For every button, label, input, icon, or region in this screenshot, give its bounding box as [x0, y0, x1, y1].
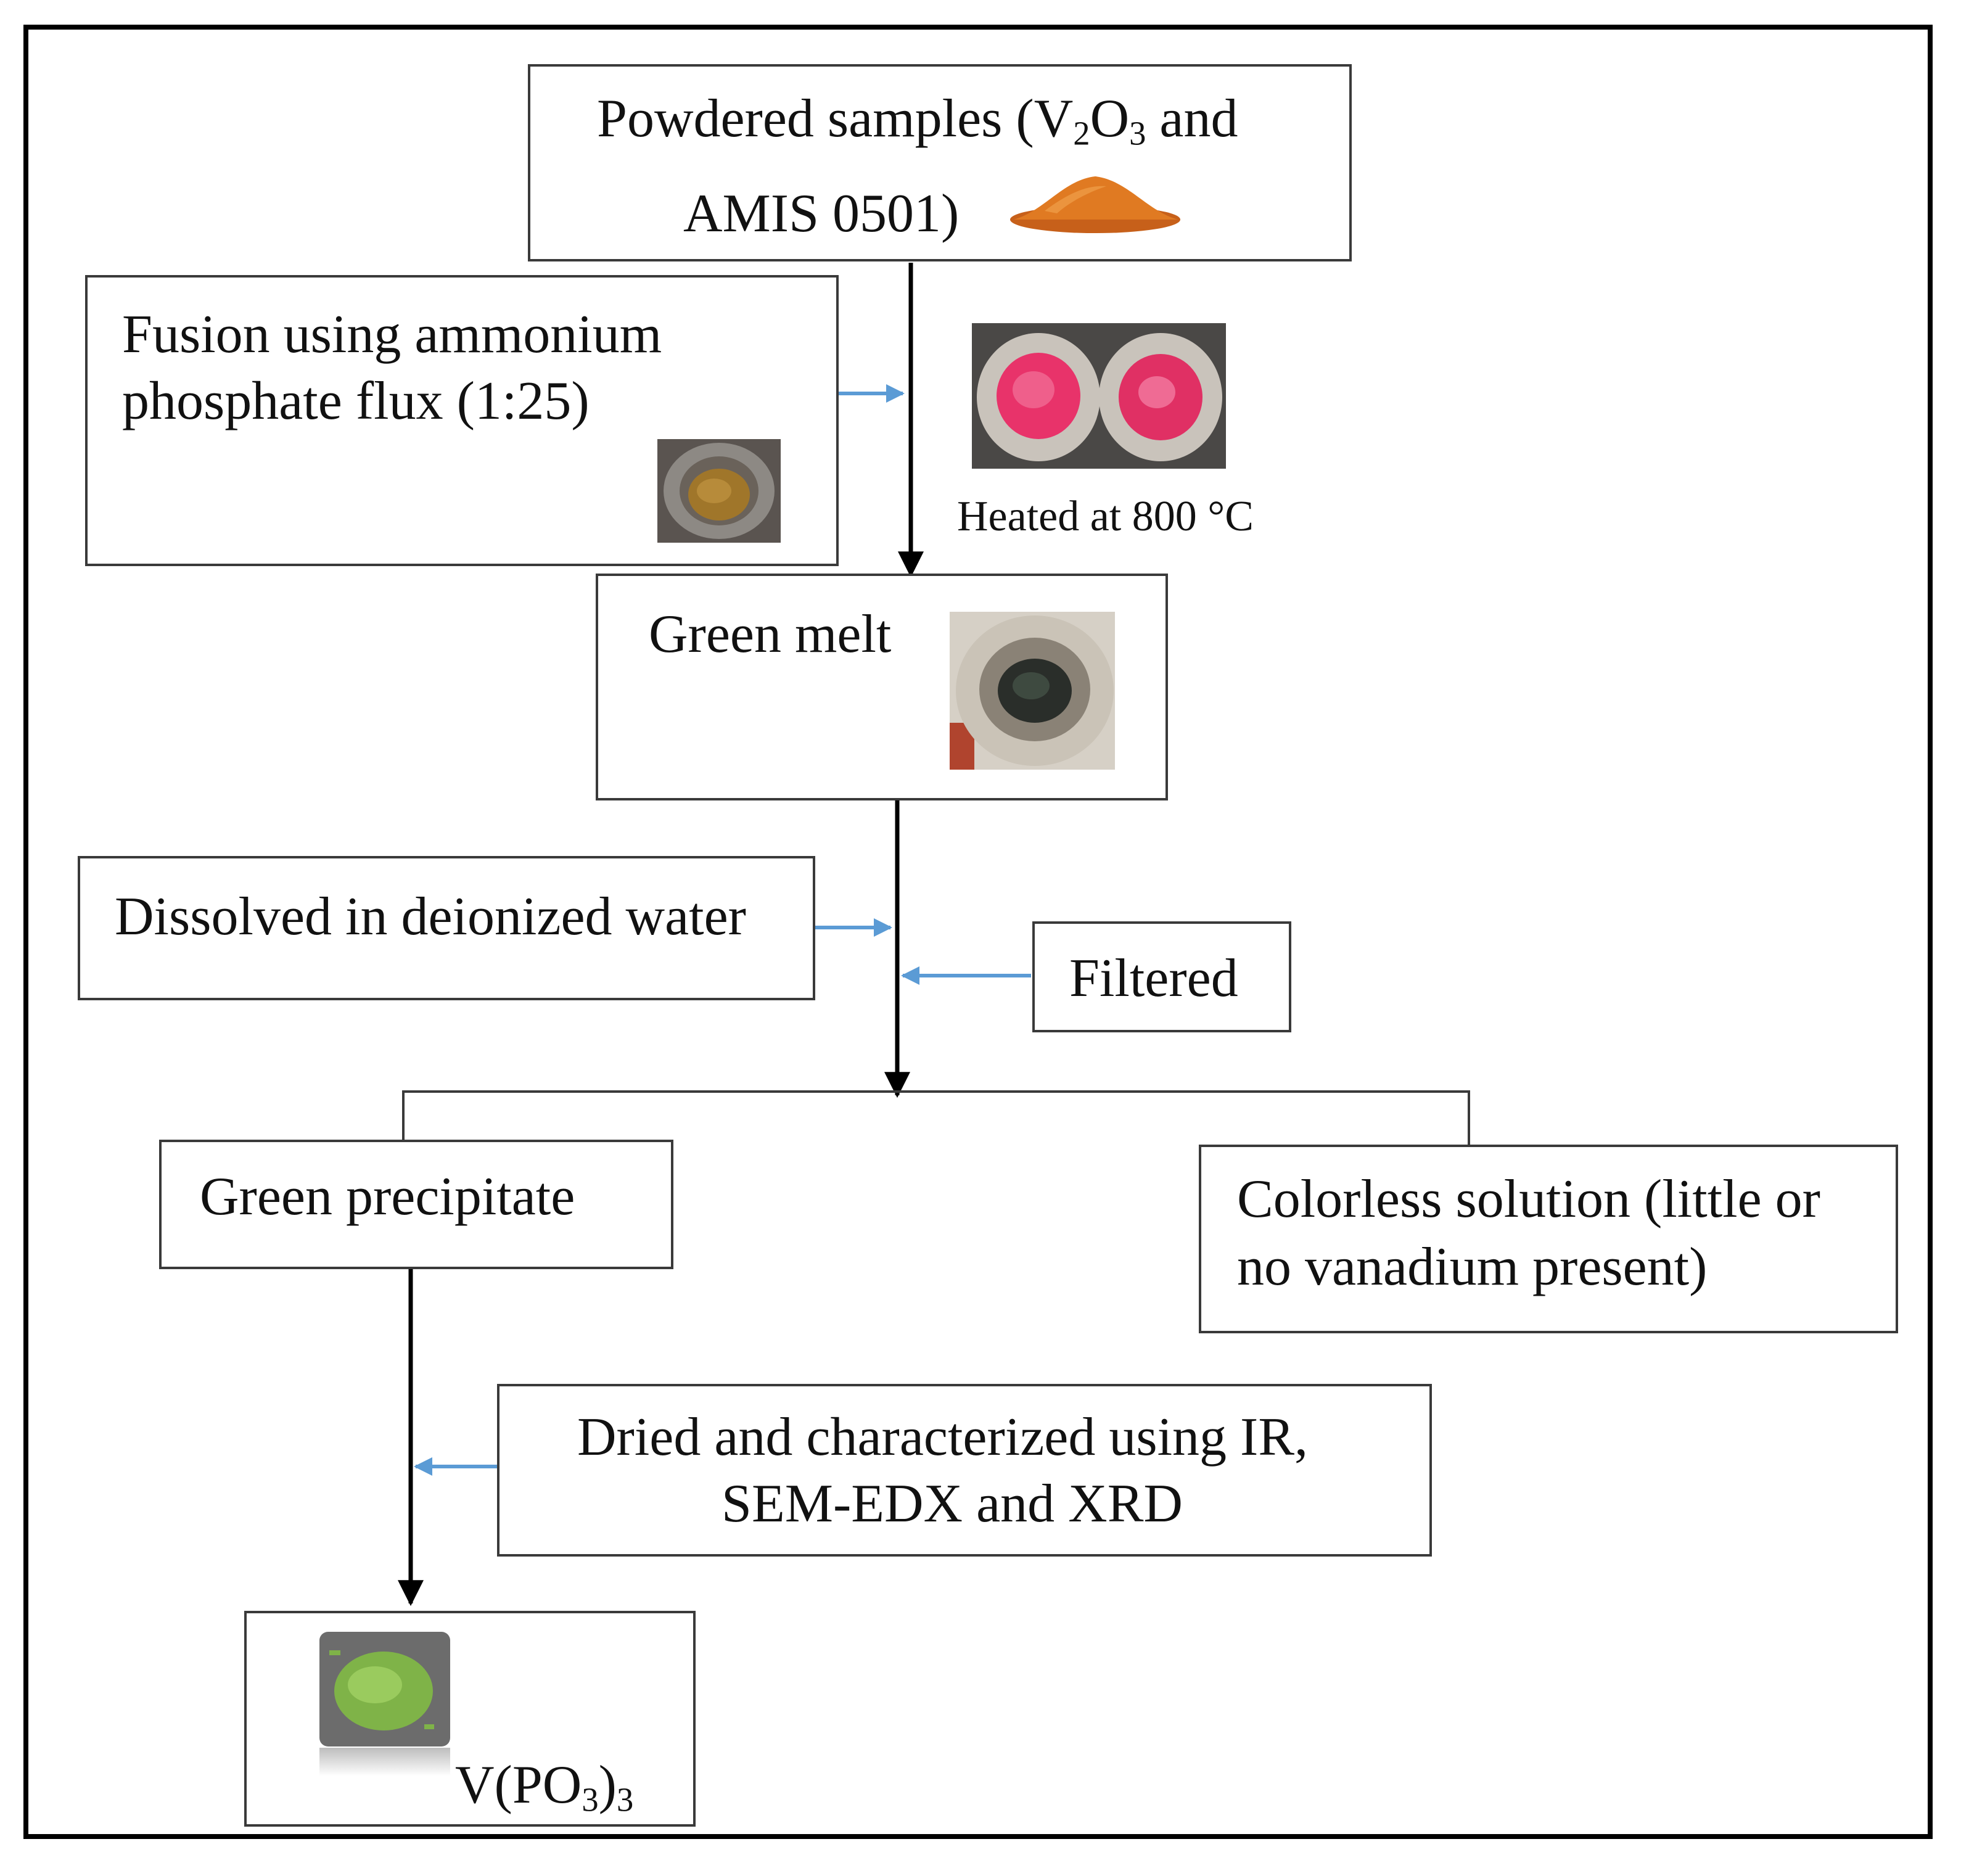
- product-prefix: V(PO: [455, 1755, 582, 1815]
- red-melt-crucibles-photo: [972, 323, 1226, 469]
- dried-line2: SEM-EDX and XRD: [722, 1474, 1183, 1534]
- outer-frame: [23, 25, 1933, 1839]
- colorless-line2: no vanadium present): [1237, 1237, 1708, 1297]
- dried-line1: Dried and characterized using IR,: [577, 1407, 1309, 1467]
- green-precipitate-box: Green precipitate: [159, 1140, 673, 1269]
- fusion-line2: phosphate flux (1:25): [122, 371, 590, 431]
- orange-powder-icon: [1010, 176, 1180, 233]
- powdered-text-o: O: [1090, 89, 1130, 149]
- product-mid: ): [598, 1755, 617, 1815]
- powdered-text-a: Powdered samples (V: [597, 89, 1074, 149]
- green-precipitate-label: Green precipitate: [200, 1167, 575, 1227]
- fusion-box: Fusion using ammonium phosphate flux (1:…: [85, 275, 839, 566]
- dried-box: Dried and characterized using IR, SEM-ED…: [497, 1384, 1432, 1557]
- product-box: V(PO3)3: [244, 1611, 696, 1827]
- dissolved-label: Dissolved in deionized water: [115, 887, 746, 947]
- green-product-photo: [319, 1632, 450, 1776]
- powdered-sub-3: 3: [1129, 114, 1146, 152]
- product-sub-2: 3: [616, 1780, 634, 1819]
- split-connector: [402, 1090, 1470, 1146]
- filtered-box: Filtered: [1032, 921, 1291, 1032]
- fusion-line1: Fusion using ammonium: [122, 305, 662, 364]
- dissolved-box: Dissolved in deionized water: [78, 856, 815, 1000]
- green-melt-crucible-photo: [950, 612, 1115, 770]
- colorless-line1: Colorless solution (little or: [1237, 1169, 1820, 1229]
- powdered-sub-2: 2: [1073, 114, 1090, 152]
- crucible-flux-photo: [657, 439, 781, 543]
- green-melt-box: Green melt: [596, 574, 1168, 800]
- filtered-label: Filtered: [1069, 948, 1238, 1008]
- powdered-samples-line2: AMIS 0501): [683, 184, 960, 244]
- powdered-samples-line1: Powdered samples (V2O3 and: [597, 86, 1238, 167]
- product-label: V(PO3)3: [455, 1753, 633, 1833]
- powdered-samples-box: Powdered samples (V2O3 and AMIS 0501): [528, 64, 1352, 261]
- green-melt-label: Green melt: [649, 604, 892, 664]
- powdered-text-b: and: [1146, 89, 1238, 149]
- heated-label: Heated at 800 °C: [957, 493, 1254, 540]
- product-sub-1: 3: [582, 1780, 599, 1819]
- colorless-solution-box: Colorless solution (little or no vanadiu…: [1199, 1145, 1898, 1333]
